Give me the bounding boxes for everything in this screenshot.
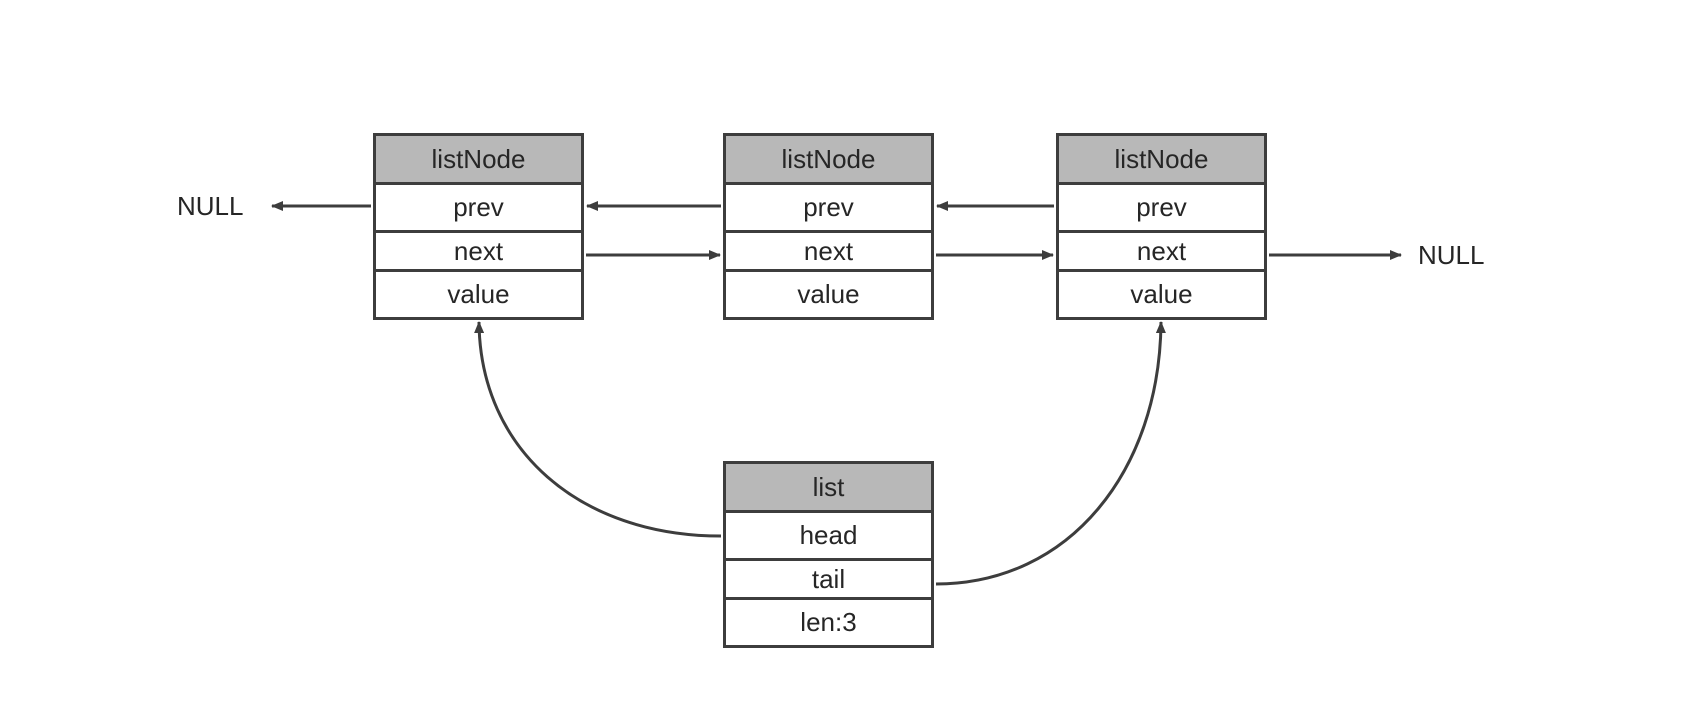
tail-arrow: [935, 321, 1166, 586]
next-field: next: [376, 230, 581, 269]
list-struct: list head tail len:3: [723, 461, 934, 648]
value-field: value: [1059, 269, 1264, 317]
tail-field: tail: [726, 558, 931, 597]
value-field: value: [726, 269, 931, 317]
head-arrow: [474, 321, 722, 538]
next-field: next: [726, 230, 931, 269]
next-field: next: [1059, 230, 1264, 269]
null-label-right: NULL: [1418, 240, 1485, 270]
len-field: len:3: [726, 597, 931, 645]
node-title: listNode: [1059, 136, 1264, 182]
prev-field: prev: [726, 182, 931, 230]
prev-field: prev: [376, 182, 581, 230]
list-node-3: listNode prev next value: [1056, 133, 1267, 320]
node-title: listNode: [376, 136, 581, 182]
null-label-left: NULL: [177, 191, 244, 221]
list-title: list: [726, 464, 931, 510]
prev-field: prev: [1059, 182, 1264, 230]
list-node-1: listNode prev next value: [373, 133, 584, 320]
value-field: value: [376, 269, 581, 317]
list-node-2: listNode prev next value: [723, 133, 934, 320]
node-title: listNode: [726, 136, 931, 182]
head-field: head: [726, 510, 931, 558]
